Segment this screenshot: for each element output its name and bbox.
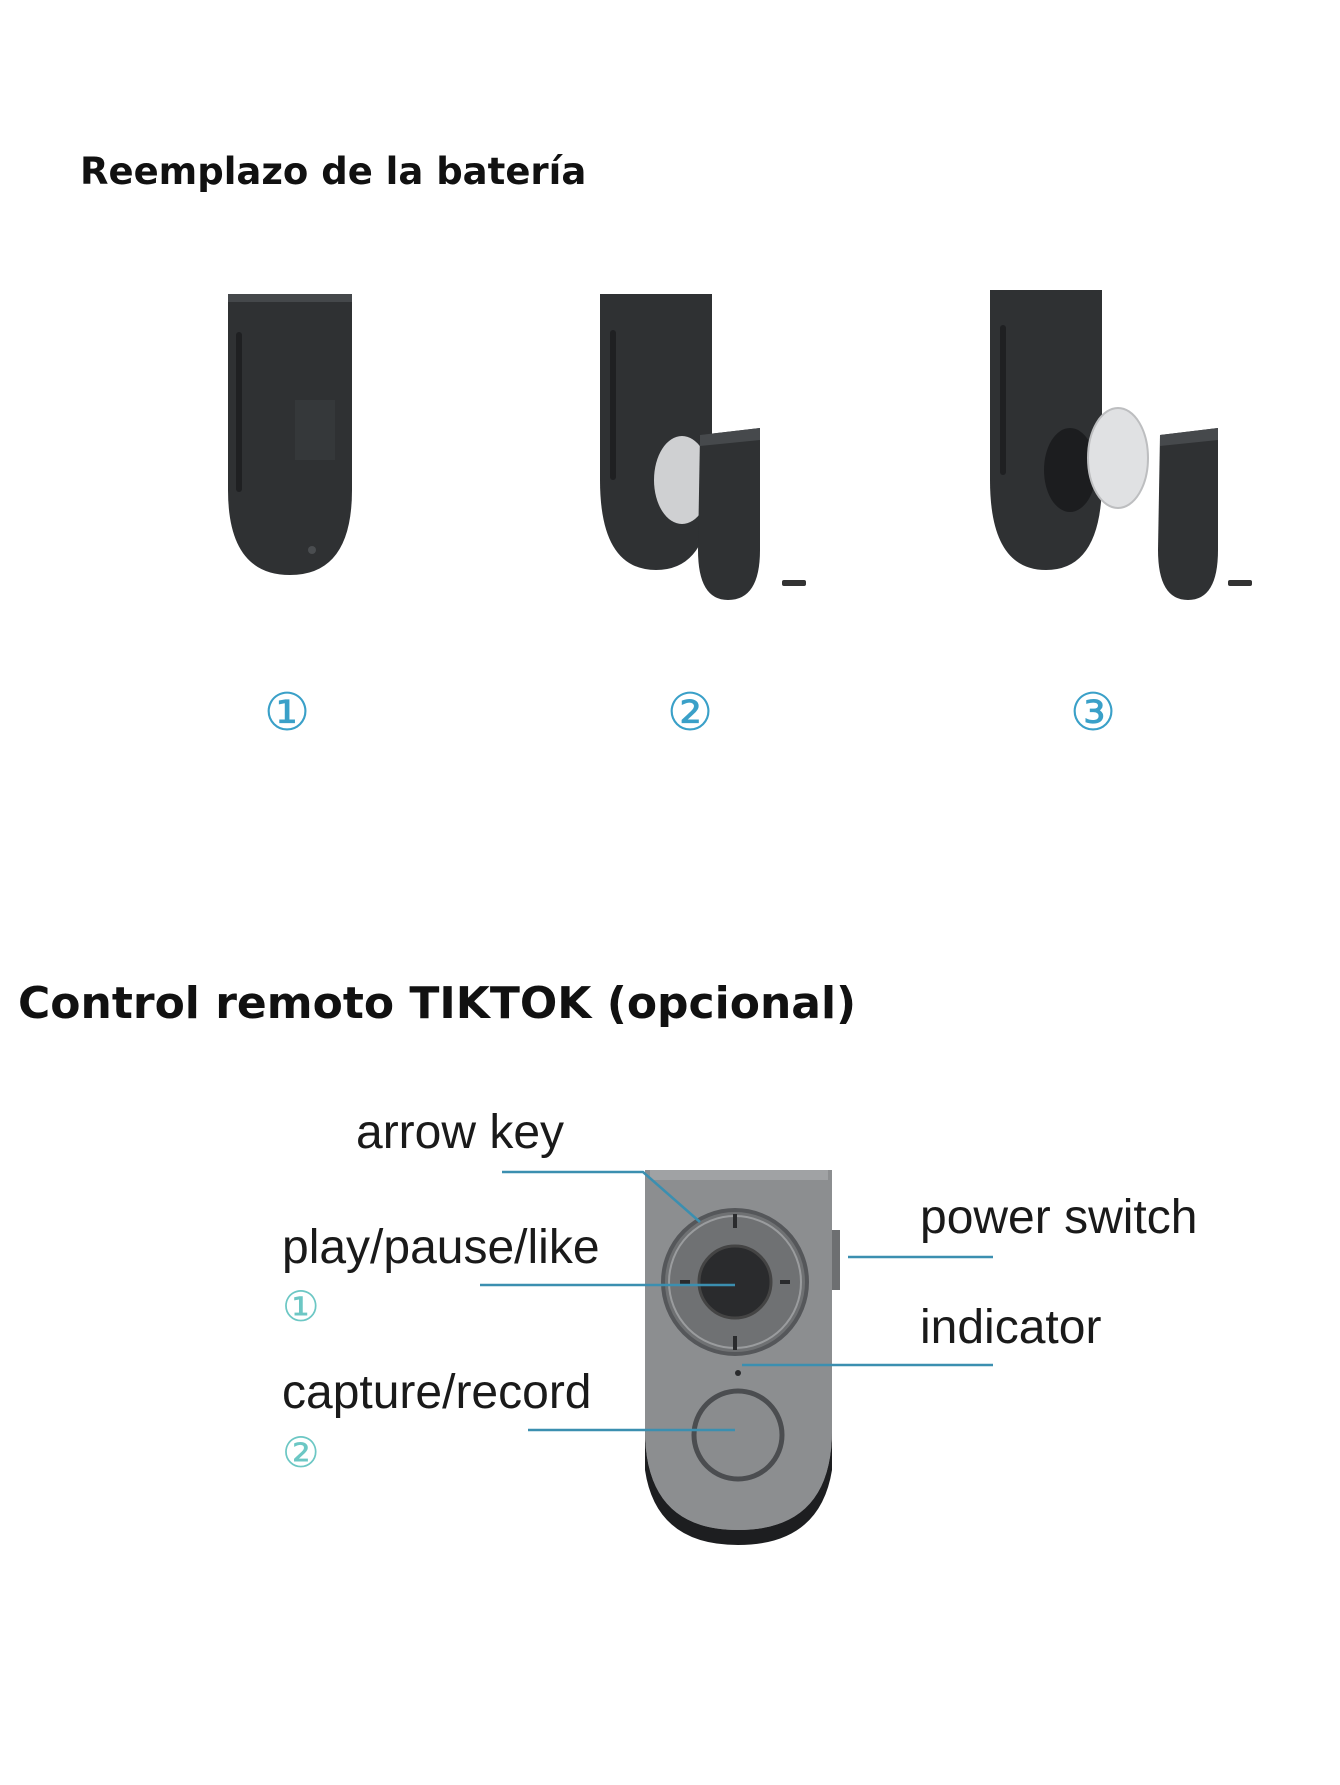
capture-button	[691, 1388, 785, 1482]
arrow-key-label: arrow key	[356, 1106, 565, 1159]
step-2-device-image	[600, 294, 806, 600]
play-pause-like-label: play/pause/like	[282, 1221, 600, 1274]
play-number: ①	[282, 1282, 320, 1331]
step-1-device-image	[228, 294, 352, 575]
capture-number: ②	[282, 1428, 320, 1477]
indicator-label: indicator	[920, 1301, 1102, 1354]
step-3-number: ③	[1069, 683, 1117, 743]
play-pause-button	[697, 1244, 773, 1320]
indicator-light	[735, 1370, 741, 1376]
power-switch	[832, 1230, 840, 1290]
arrow-key-line	[502, 1170, 701, 1223]
remote-diagram	[480, 1170, 993, 1545]
power-switch-label: power switch	[920, 1191, 1198, 1244]
remote-section-title: Control remoto TIKTOK (opcional)	[18, 978, 857, 1029]
step-1-number: ①	[263, 683, 311, 743]
battery-section-title: Reemplazo de la batería	[80, 150, 587, 193]
step-3-device-image	[990, 290, 1252, 600]
capture-record-label: capture/record	[282, 1366, 592, 1419]
step-2-number: ②	[666, 683, 714, 743]
